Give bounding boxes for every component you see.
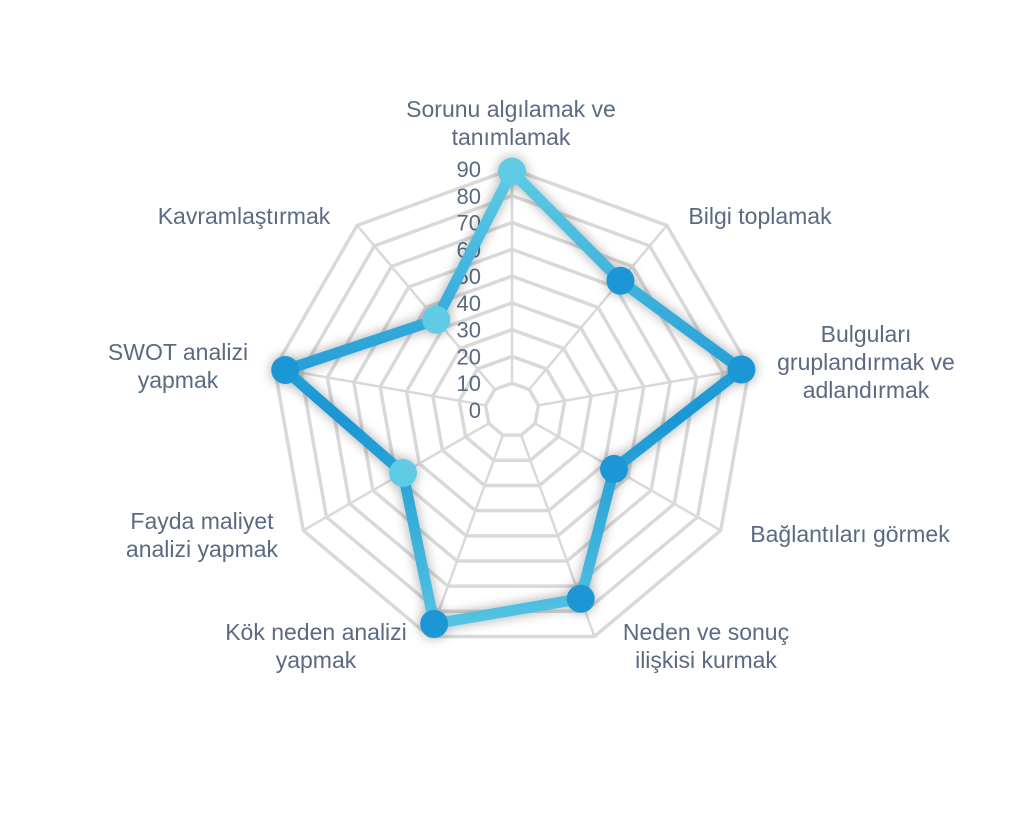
category-label-line: Bulguları [821,321,912,347]
grid-ring-30 [431,327,593,488]
grid-ring-20 [457,354,567,463]
tick-label: 20 [457,344,481,369]
category-label: Kavramlaştırmak [158,203,331,229]
grid-ring-40 [404,301,620,513]
series-line [279,166,747,630]
category-label-line: yapmak [276,647,357,673]
data-point [606,266,635,295]
grid-ring-10 [483,381,541,437]
category-label-line: yapmak [138,367,219,393]
tick-label: 10 [457,371,481,396]
tick-label: 80 [457,184,481,209]
tick-label: 30 [457,318,481,343]
category-label-line: Bağlantıları görmek [750,521,950,547]
spoke-line [428,434,505,637]
category-label-line: ilişkisi kurmak [635,647,777,673]
tick-label: 40 [457,291,481,316]
category-label: Bilgi toplamak [688,203,832,229]
data-point [271,356,300,385]
grid-ring-70 [325,220,699,588]
category-label-line: gruplandırmak ve [777,349,955,375]
data-point [422,305,451,334]
spoke-line [538,366,750,407]
category-label-line: SWOT analizi [108,339,248,365]
data-point [566,584,595,613]
category-label-line: Kök neden analizi [225,619,407,645]
category-label-line: Neden ve sonuç [623,619,789,645]
data-point [600,454,629,483]
data-point [420,609,449,638]
category-label: Bağlantıları görmek [750,521,950,547]
category-label-line: analizi yapmak [126,536,279,562]
grid-ring-50 [378,274,646,538]
category-label-line: tanımlamak [452,124,571,150]
series-layer [271,157,756,638]
category-label-line: Bilgi toplamak [688,203,832,229]
spoke-line [528,224,668,391]
category-label-line: adlandırmak [803,377,930,403]
data-point [498,157,526,186]
category-label-line: Sorunu algılamak ve [406,96,616,122]
data-point [389,458,418,487]
radar-grid [272,167,752,639]
spoke-line [534,422,722,532]
data-point [727,355,756,384]
category-label-line: Fayda maliyet [130,508,274,534]
spoke-line [274,366,486,407]
spoke-line [356,224,496,391]
tick-label: 0 [469,398,481,423]
grid-ring-90 [272,167,752,639]
tick-label: 90 [457,157,481,182]
category-label-line: Kavramlaştırmak [158,203,331,229]
